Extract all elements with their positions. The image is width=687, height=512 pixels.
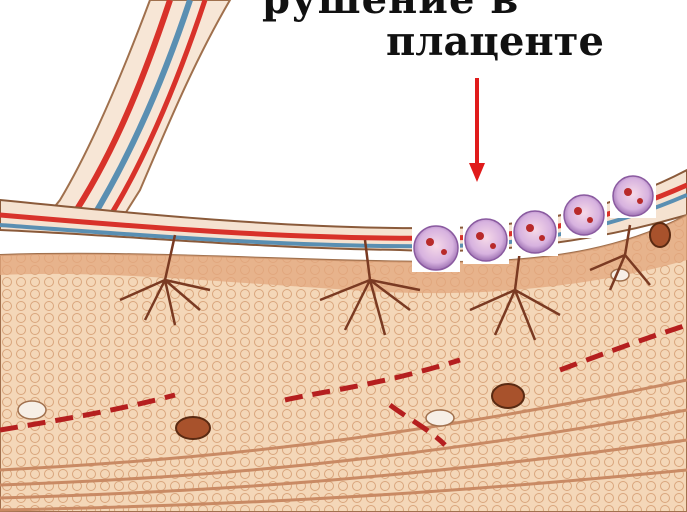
title-line-2: плаценте [386, 18, 604, 65]
placental-tissue [0, 215, 687, 512]
down-arrow-icon [469, 78, 485, 182]
umbilical-cord [40, 0, 230, 225]
